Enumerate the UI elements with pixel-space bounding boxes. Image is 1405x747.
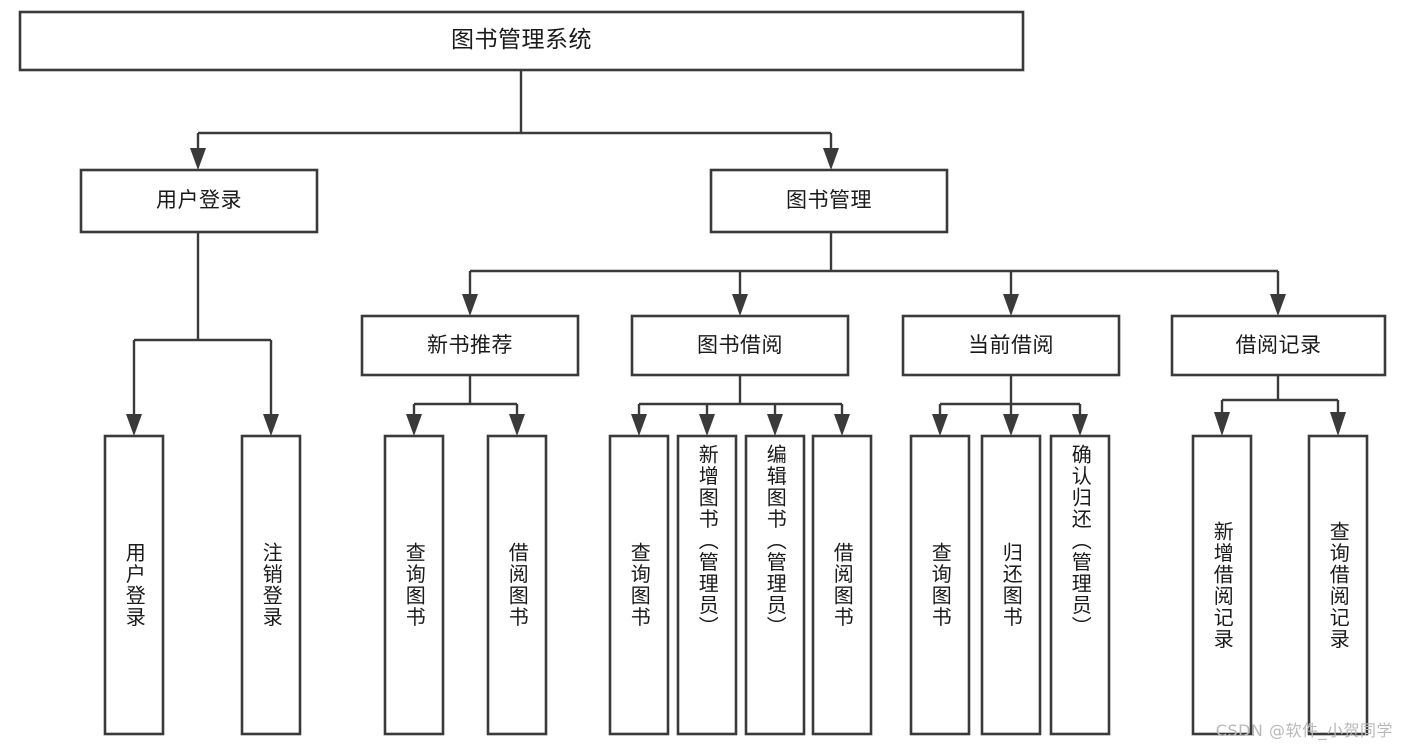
connector-group-current-borrow [932,375,1088,436]
node-box-leaf-query-record[interactable] [1307,434,1369,736]
connector-group-user-login [126,232,279,436]
node-box-root[interactable] [18,10,1025,72]
node-box-book-borrow[interactable] [630,314,850,377]
node-box-leaf-query-book-1[interactable] [383,434,445,736]
node-box-leaf-add-record[interactable] [1191,434,1253,736]
node-box-leaf-borrow-book-1[interactable] [486,434,548,736]
arrow-head-leaf-logout-login [263,414,279,436]
node-box-borrow-record[interactable] [1170,314,1387,377]
arrow-head-new-book-recommend [462,294,478,316]
node-box-leaf-confirm-return[interactable] [1049,434,1111,736]
node-box-leaf-add-book[interactable] [676,434,738,736]
arrow-head-leaf-edit-book [767,414,783,436]
arrow-head-book-management [823,148,839,170]
connector-group-book-borrow [631,375,850,436]
arrow-head-leaf-confirm-return [1072,414,1088,436]
node-box-leaf-borrow-book-2[interactable] [811,434,873,736]
arrow-head-leaf-query-book-3 [932,414,948,436]
arrow-head-leaf-borrow-book-1 [509,414,525,436]
arrow-head-leaf-query-book-1 [406,414,422,436]
node-box-book-management[interactable] [709,168,949,234]
arrow-head-leaf-add-record [1214,412,1230,436]
arrow-head-book-borrow [732,294,748,316]
arrow-head-leaf-user-login [126,414,142,436]
arrow-head-leaf-query-record [1330,412,1346,436]
node-box-leaf-logout-login[interactable] [240,434,302,736]
connector-group-borrow-record [1214,375,1346,436]
node-box-leaf-query-book-2[interactable] [608,434,670,736]
node-box-leaf-edit-book[interactable] [744,434,806,736]
node-box-current-borrow[interactable] [901,314,1121,377]
connector-group-new-book-recommend [406,375,525,436]
arrow-head-leaf-add-book [699,414,715,436]
node-box-new-book-recommend[interactable] [360,314,580,377]
arrow-head-leaf-return-book [1003,414,1019,436]
node-box-leaf-return-book[interactable] [980,434,1042,736]
node-box-user-login[interactable] [79,168,319,234]
arrow-head-borrow-record [1270,294,1286,316]
arrow-head-leaf-borrow-book-2 [834,414,850,436]
arrow-head-user-login [190,148,206,170]
arrow-head-current-borrow [1003,294,1019,316]
node-box-leaf-query-book-3[interactable] [909,434,971,736]
connector-group-root [190,70,839,170]
arrow-head-leaf-query-book-2 [631,414,647,436]
connector-group-book-management [462,232,1286,316]
node-box-leaf-user-login[interactable] [103,434,165,736]
